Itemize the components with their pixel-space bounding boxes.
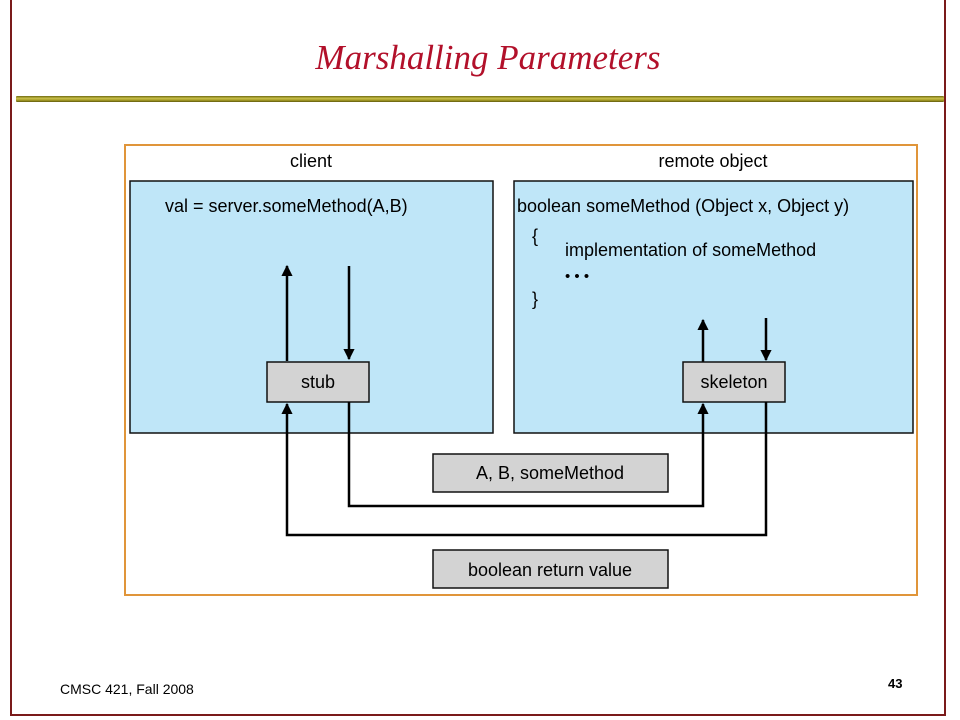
footer-course: CMSC 421, Fall 2008 — [60, 681, 194, 697]
implementation-text: implementation of someMethod — [565, 240, 816, 260]
ellipsis: • • • — [565, 268, 589, 285]
title-divider — [16, 96, 944, 102]
skeleton-label: skeleton — [700, 372, 767, 392]
response-message-label: boolean return value — [468, 560, 632, 580]
client-label: client — [290, 151, 332, 171]
remote-method-signature: boolean someMethod (Object x, Object y) — [517, 196, 849, 216]
client-call-text: val = server.someMethod(A,B) — [165, 196, 408, 216]
remote-object-label: remote object — [658, 151, 767, 171]
stub-label: stub — [301, 372, 335, 392]
response-message-box — [432, 549, 669, 589]
request-message-box — [432, 453, 669, 493]
client-panel — [129, 180, 494, 434]
response-path — [281, 402, 768, 537]
slide-border — [10, 0, 946, 716]
page-number: 43 — [888, 676, 903, 691]
request-path — [347, 402, 709, 508]
close-brace: } — [532, 289, 538, 309]
open-brace: { — [532, 226, 538, 246]
stub-box — [266, 361, 370, 403]
slide-title: Marshalling Parameters — [315, 38, 661, 77]
request-message-label: A, B, someMethod — [476, 463, 624, 483]
skeleton-box — [682, 361, 786, 403]
